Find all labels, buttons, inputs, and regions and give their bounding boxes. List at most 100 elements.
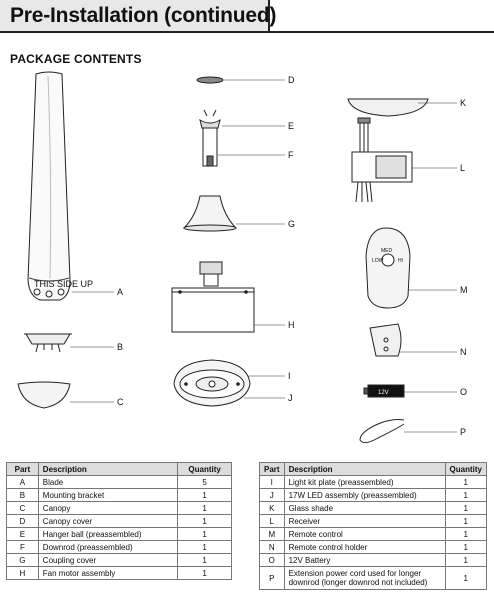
- battery-illustration: [363, 384, 405, 398]
- quantity-cell: 1: [444, 527, 488, 541]
- title-bar: Pre-Installation (continued): [0, 0, 276, 32]
- quantity-cell: 1: [444, 553, 488, 567]
- mounting-bracket-illustration: [24, 333, 72, 353]
- part-cell: D: [6, 514, 39, 528]
- description-cell: Fan motor assembly: [37, 566, 179, 580]
- blade-side-text: THIS SIDE UP: [34, 279, 93, 289]
- coupling-cover-illustration: [182, 195, 238, 229]
- part-cell: P: [259, 566, 285, 590]
- canopy-cover-illustration: [196, 76, 224, 84]
- quantity-cell: 1: [444, 540, 488, 554]
- part-cell: K: [259, 501, 285, 515]
- description-cell: Downrod (preassembled): [37, 540, 179, 554]
- part-cell: N: [259, 540, 285, 554]
- quantity-cell: 1: [444, 501, 488, 515]
- part-cell: F: [6, 540, 39, 554]
- quantity-cell: 1: [177, 501, 232, 515]
- description-cell: Remote control holder: [283, 540, 446, 554]
- description-cell: Coupling cover: [37, 553, 179, 567]
- quantity-cell: 1: [444, 475, 488, 489]
- description-cell: Extension power cord used for longer dow…: [283, 566, 446, 590]
- quantity-cell: 5: [177, 475, 232, 489]
- part-cell: B: [6, 488, 39, 502]
- remote-control-illustration: MED LOW HI: [365, 227, 411, 309]
- callout-l: L: [460, 163, 465, 173]
- remote-low-text: LOW: [372, 258, 384, 264]
- callout-i: I: [288, 371, 291, 381]
- receiver-illustration: [351, 117, 413, 203]
- parts-illustration: THIS SIDE UP: [17, 71, 468, 444]
- fan-motor-illustration: [171, 261, 255, 333]
- callout-o: O: [460, 387, 467, 397]
- description-cell: Remote control: [283, 527, 446, 541]
- callout-h: H: [288, 320, 295, 330]
- remote-hi-text: HI: [398, 258, 403, 264]
- page-title: Pre-Installation (continued): [10, 4, 277, 27]
- part-cell: H: [6, 566, 39, 580]
- header-part: Part: [6, 462, 39, 476]
- header-quantity: Quantity: [177, 462, 232, 476]
- description-cell: Mounting bracket: [37, 488, 179, 502]
- table-header-row: Part Description Quantity: [6, 462, 232, 476]
- quantity-cell: 1: [177, 540, 232, 554]
- callout-p: P: [460, 427, 466, 437]
- callout-c: C: [117, 397, 124, 407]
- callout-m: M: [460, 285, 468, 295]
- callout-n: N: [460, 347, 467, 357]
- light-kit-illustration: [173, 359, 251, 407]
- description-cell: Receiver: [283, 514, 446, 528]
- extension-cord-illustration: [359, 419, 405, 444]
- quantity-cell: 1: [177, 514, 232, 528]
- callout-d: D: [288, 75, 295, 85]
- remote-med-text: MED: [381, 248, 393, 254]
- part-cell: A: [6, 475, 39, 489]
- hanger-ball-downrod-illustration: [199, 109, 221, 167]
- remote-holder-illustration: [369, 323, 402, 357]
- battery-text: 12V: [378, 390, 389, 396]
- callout-e: E: [288, 121, 294, 131]
- blade-illustration: [27, 71, 71, 301]
- callout-leaders: [70, 79, 457, 433]
- part-cell: J: [259, 488, 285, 502]
- section-title: PACKAGE CONTENTS: [10, 52, 142, 66]
- quantity-cell: 1: [177, 488, 232, 502]
- quantity-cell: 1: [177, 566, 232, 580]
- header-quantity: Quantity: [444, 462, 488, 476]
- part-cell: E: [6, 527, 39, 541]
- description-cell: Hanger ball (preassembled): [37, 527, 179, 541]
- canopy-illustration: [17, 381, 71, 409]
- description-cell: Canopy: [37, 501, 179, 515]
- callout-j: J: [288, 393, 293, 403]
- callout-g: G: [288, 219, 295, 229]
- quantity-cell: 1: [444, 514, 488, 528]
- part-cell: L: [259, 514, 285, 528]
- description-cell: Light kit plate (preassembled): [283, 475, 446, 489]
- part-cell: I: [259, 475, 285, 489]
- header-description: Description: [283, 462, 446, 476]
- quantity-cell: 1: [177, 527, 232, 541]
- description-cell: Glass shade: [283, 501, 446, 515]
- callout-k: K: [460, 98, 466, 108]
- table-header-row: Part Description Quantity: [259, 462, 488, 476]
- quantity-cell: 1: [444, 566, 488, 590]
- part-cell: G: [6, 553, 39, 567]
- header-part: Part: [259, 462, 285, 476]
- callout-b: B: [117, 342, 123, 352]
- description-cell: Blade: [37, 475, 179, 489]
